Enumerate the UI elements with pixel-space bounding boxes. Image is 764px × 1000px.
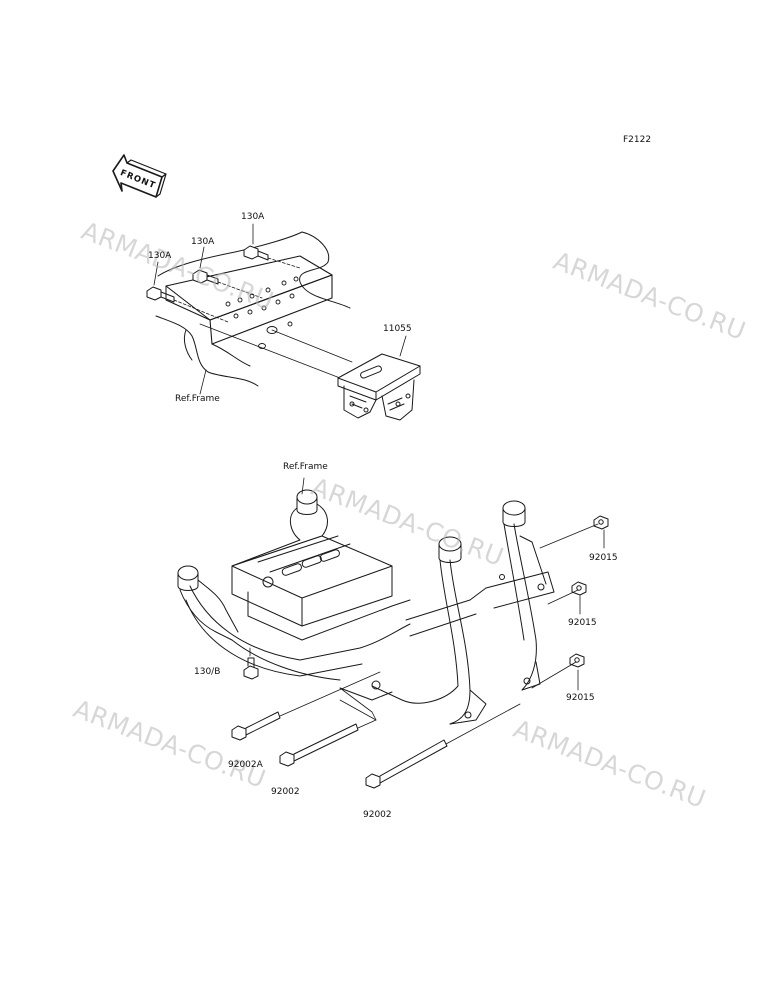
upper-leader-lines (153, 223, 407, 395)
label-130a-top: 130A (241, 212, 265, 222)
bolt-guide-lines (173, 257, 301, 323)
upper-frame-section (155, 231, 351, 387)
label-11055: 11055 (383, 324, 412, 334)
label-92015-c: 92015 (566, 693, 595, 703)
label-92002a: 92002A (228, 760, 263, 770)
label-ref-frame-upper: Ref.Frame (175, 394, 220, 404)
label-92002-mid: 92002 (271, 787, 300, 797)
label-92002-right: 92002 (363, 810, 392, 820)
bolt-130b-icon (243, 657, 259, 680)
bolt-130a-mid-icon (192, 269, 219, 285)
bolt-130a-top-icon (243, 245, 269, 261)
frame-mount-hole (225, 276, 299, 349)
nut-92015-c-icon (569, 653, 585, 668)
label-130a-left: 130A (148, 251, 172, 261)
nut-92015-b-icon (571, 581, 587, 596)
bolt-92002-mid-icon (279, 723, 359, 767)
lower-guide-lines (249, 477, 605, 745)
label-130a-mid: 130A (191, 237, 215, 247)
label-130b: 130/B (194, 667, 221, 677)
nut-92015-a-icon (593, 515, 609, 530)
bracket-11055-icon (337, 353, 421, 421)
lower-frame-assembly (177, 489, 555, 725)
label-92015-b: 92015 (568, 618, 597, 628)
bolt-92002-right-icon (365, 739, 448, 789)
bolt-92002a-icon (231, 711, 281, 741)
label-92015-a: 92015 (589, 553, 618, 563)
bolt-130a-left-icon (146, 286, 175, 303)
front-arrow-icon (112, 154, 167, 198)
diagram-code: F2122 (623, 135, 652, 145)
label-ref-frame-lower: Ref.Frame (283, 462, 328, 472)
